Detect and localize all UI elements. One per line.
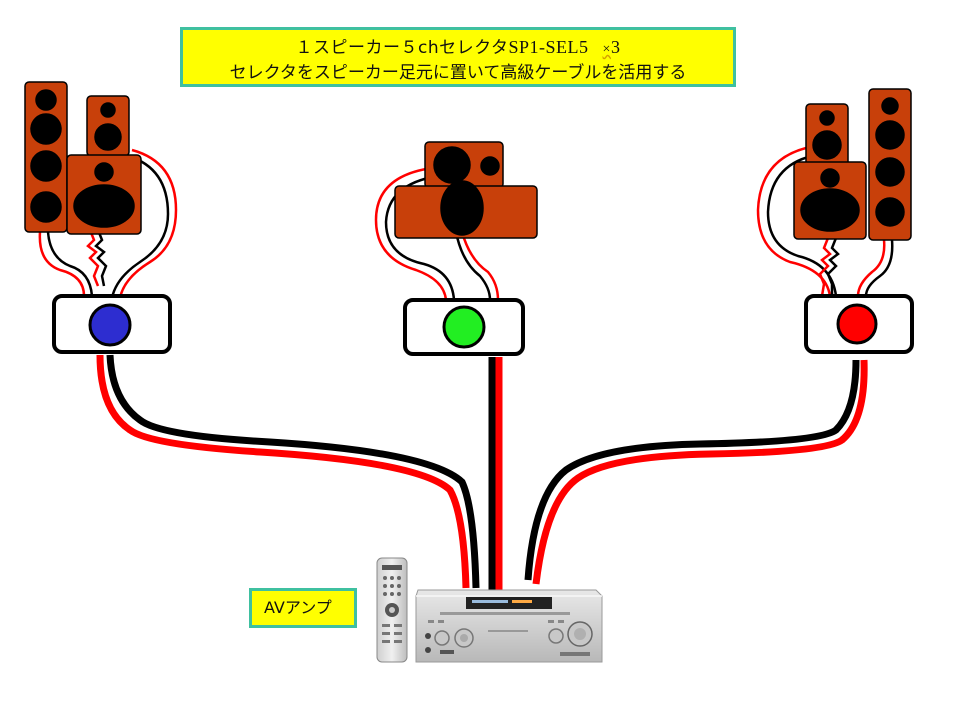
title-line-2: セレクタをスピーカー足元に置いて高級ケーブルを活用する: [229, 63, 687, 83]
main-cables: [96, 354, 868, 590]
selector-box-icon: [403, 298, 525, 356]
speaker-icon: [66, 154, 142, 235]
speaker-icon: [24, 81, 68, 233]
remote-control-icon: [376, 557, 408, 663]
title-times: ×: [602, 42, 611, 57]
title-model: SP1-SEL5: [508, 37, 589, 57]
selector-box-icon: [52, 294, 172, 354]
speaker-icon: [86, 95, 130, 157]
speaker-group-left: [24, 81, 142, 235]
speaker-group-center: [394, 141, 538, 239]
title-count: 3: [610, 37, 621, 57]
speaker-group-right: [793, 88, 912, 241]
amp-label: AVアンプ: [249, 588, 357, 628]
title-box: １スピーカー５chセレクタSP1-SEL5 ×3 セレクタをスピーカー足元に置いて…: [180, 27, 736, 87]
cable-left-red: [96, 354, 470, 589]
cable-right-black: [524, 359, 860, 581]
selector-knob-red: [836, 303, 878, 345]
selector-box-icon: [804, 294, 914, 354]
cable-left-black: [106, 354, 480, 589]
selector-knob-blue: [88, 303, 132, 347]
speaker-icon: [793, 161, 867, 240]
speaker-icon: [868, 88, 912, 241]
selector-knob-green: [442, 305, 486, 349]
title-line-1: １スピーカー５chセレクタSP1-SEL5 ×3: [183, 36, 733, 61]
av-amplifier-icon: [415, 589, 603, 663]
speaker-icon: [805, 103, 849, 167]
cable-right-red: [532, 359, 868, 585]
speaker-icon: [394, 180, 538, 239]
title-prefix: １スピーカー５chセレクタ: [295, 38, 509, 58]
